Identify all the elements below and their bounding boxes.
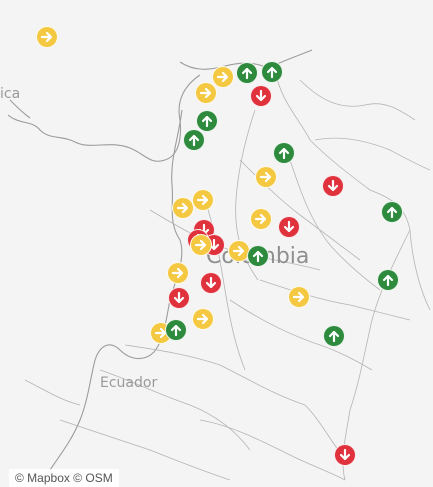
map-marker-down[interactable] [334, 444, 356, 466]
map-marker-down[interactable] [200, 272, 222, 294]
map-marker-up[interactable] [183, 129, 205, 151]
map-marker-right[interactable] [192, 308, 214, 330]
arrow-up-icon [252, 250, 264, 263]
arrow-down-icon [339, 448, 351, 461]
map-attribution[interactable]: © Mapbox © OSM [9, 469, 119, 487]
arrow-up-icon [386, 206, 398, 219]
arrow-right-icon [40, 31, 53, 43]
map-marker-up[interactable] [381, 201, 403, 223]
map-marker-up[interactable] [273, 142, 295, 164]
map-marker-right[interactable] [288, 286, 310, 308]
map-marker-right[interactable] [172, 197, 194, 219]
arrow-up-icon [266, 66, 278, 79]
country-label-ecuador: Ecuador [100, 375, 158, 391]
map-marker-right[interactable] [255, 166, 277, 188]
arrow-down-icon [327, 179, 339, 192]
arrow-right-icon [216, 71, 229, 83]
arrow-up-icon [241, 67, 253, 80]
arrow-right-icon [196, 194, 209, 206]
map-marker-up[interactable] [236, 62, 258, 84]
arrow-right-icon [232, 245, 245, 257]
map-marker-up[interactable] [247, 245, 269, 267]
map-marker-down[interactable] [278, 216, 300, 238]
arrow-right-icon [171, 267, 184, 279]
arrow-up-icon [382, 274, 394, 287]
country-label-costa-rica: ica [0, 86, 21, 102]
arrow-right-icon [259, 171, 272, 183]
map-marker-right[interactable] [195, 82, 217, 104]
map-marker-up[interactable] [261, 61, 283, 83]
map-marker-down[interactable] [168, 287, 190, 309]
map-marker-right[interactable] [250, 208, 272, 230]
arrow-right-icon [196, 313, 209, 325]
arrow-right-icon [199, 87, 212, 99]
map-marker-right[interactable] [36, 26, 58, 48]
arrow-right-icon [254, 213, 267, 225]
map-marker-up[interactable] [377, 269, 399, 291]
arrow-right-icon [292, 291, 305, 303]
arrow-down-icon [283, 220, 295, 233]
arrow-up-icon [170, 324, 182, 337]
arrow-right-icon [176, 202, 189, 214]
map-marker-up[interactable] [323, 325, 345, 347]
map-marker-down[interactable] [322, 175, 344, 197]
map-marker-up[interactable] [165, 319, 187, 341]
arrow-up-icon [328, 330, 340, 343]
arrow-up-icon [278, 147, 290, 160]
map-marker-up[interactable] [196, 110, 218, 132]
map-marker-right[interactable] [228, 240, 250, 262]
arrow-up-icon [188, 134, 200, 147]
map-marker-right[interactable] [192, 189, 214, 211]
arrow-right-icon [194, 239, 207, 251]
arrow-down-icon [205, 276, 217, 289]
map-marker-right[interactable] [167, 262, 189, 284]
map-marker-right[interactable] [190, 234, 212, 256]
arrow-up-icon [201, 115, 213, 128]
arrow-down-icon [255, 89, 267, 102]
arrow-down-icon [173, 291, 185, 304]
map-marker-down[interactable] [250, 85, 272, 107]
map-marker-right[interactable] [212, 66, 234, 88]
